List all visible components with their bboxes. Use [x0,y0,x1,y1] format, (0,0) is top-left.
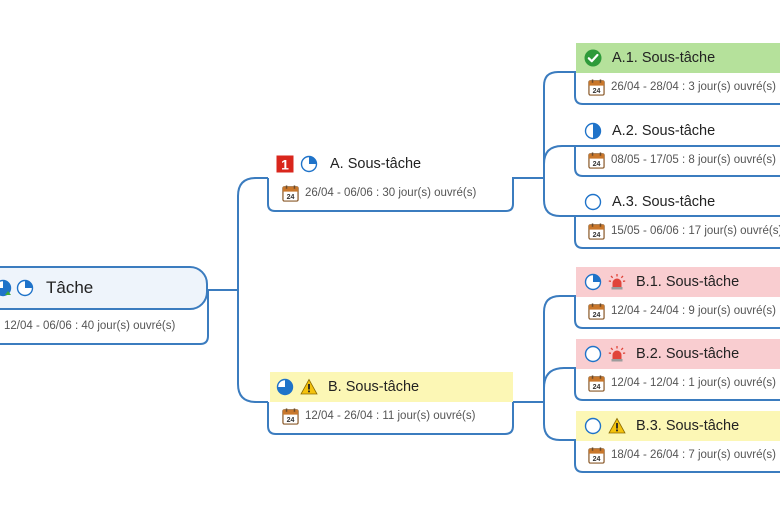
progress-50-icon [584,122,602,140]
underline-a1 [574,72,780,105]
branch-b-node[interactable]: B. Sous-tâche 12/04 - 26/04 : 11 jour(s)… [270,372,513,406]
task-a3-node[interactable]: A.3. Sous-tâche 15/05 - 06/06 : 17 jour(… [576,187,780,221]
task-b3-title: B.3. Sous-tâche [636,418,740,434]
task-b2-node[interactable]: B.2. Sous-tâche 12/04 - 12/04 : 1 jour(s… [576,339,780,373]
root-node[interactable] [0,266,208,310]
task-a2-title: A.2. Sous-tâche [612,123,716,139]
branch-a-title: A. Sous-tâche [330,156,422,172]
task-a1-dates: 26/04 - 28/04 : 3 jour(s) ouvré(s) [611,81,776,93]
alarm-icon [608,345,626,363]
branch-b-title: B. Sous-tâche [328,379,420,395]
task-a3-dates: 15/05 - 06/06 : 17 jour(s) ouvré(s) [611,225,780,237]
connector-b-1 [543,295,575,402]
connector-a-1 [543,71,575,178]
progress-25-icon [16,279,34,297]
connector-a-3 [543,178,575,217]
task-b1-node[interactable]: B.1. Sous-tâche 12/04 - 24/04 : 9 jour(s… [576,267,780,301]
warning-icon [300,378,318,396]
progress-25-icon [584,273,602,291]
check-complete-icon [584,49,602,67]
calendar-icon [588,303,605,320]
task-a2-node[interactable]: A.2. Sous-tâche 08/05 - 17/05 : 8 jour(s… [576,116,780,150]
underline-root [0,290,209,345]
calendar-icon [282,408,299,425]
branch-a-node[interactable]: A. Sous-tâche 26/04 - 06/06 : 30 jour(s)… [270,149,513,183]
branch-b-dates: 12/04 - 26/04 : 11 jour(s) ouvré(s) [305,410,476,422]
progress-75-icon [276,378,294,396]
priority-1-icon [276,155,294,173]
branch-a-dates: 26/04 - 06/06 : 30 jour(s) ouvré(s) [305,187,477,199]
task-a2-dates: 08/05 - 17/05 : 8 jour(s) ouvré(s) [611,154,776,166]
connector-root-a [237,177,268,290]
task-a1-title: A.1. Sous-tâche [612,50,716,66]
task-b1-dates: 12/04 - 24/04 : 9 jour(s) ouvré(s) [611,305,776,317]
task-a3-title: A.3. Sous-tâche [612,194,716,210]
task-a1-node[interactable]: A.1. Sous-tâche 26/04 - 28/04 : 3 jour(s… [576,43,780,77]
underline-a2 [543,145,780,177]
task-b1-title: B.1. Sous-tâche [636,274,740,290]
calendar-icon [588,152,605,169]
root-title: Tâche [46,278,94,297]
task-b2-dates: 12/04 - 12/04 : 1 jour(s) ouvré(s) [611,377,776,389]
root-dates: 12/04 - 06/06 : 40 jour(s) ouvré(s) [4,320,176,332]
calendar-icon [588,79,605,96]
calendar-icon [588,447,605,464]
task-b3-dates: 18/04 - 26/04 : 7 jour(s) ouvré(s) [611,449,776,461]
calendar-icon [588,223,605,240]
underline-b3 [574,440,780,473]
underline-a3 [574,216,780,249]
underline-a [267,177,544,212]
underline-b2 [543,367,780,401]
progress-25-icon [300,155,318,173]
underline-b1 [574,296,780,329]
task-b2-title: B.2. Sous-tâche [636,346,740,362]
progress-0-icon [584,417,602,435]
warning-icon [608,417,626,435]
progress-0-icon [584,345,602,363]
progress-half-arrow-icon [0,279,12,297]
progress-0-icon [584,193,602,211]
calendar-icon [588,375,605,392]
root-node-head[interactable]: Tâche [0,270,93,306]
task-b3-node[interactable]: B.3. Sous-tâche 18/04 - 26/04 : 7 jour(s… [576,411,780,445]
underline-b [267,401,544,435]
calendar-icon [282,185,299,202]
alarm-icon [608,273,626,291]
connector-root-b [237,290,268,403]
connector-b-3 [543,402,575,441]
